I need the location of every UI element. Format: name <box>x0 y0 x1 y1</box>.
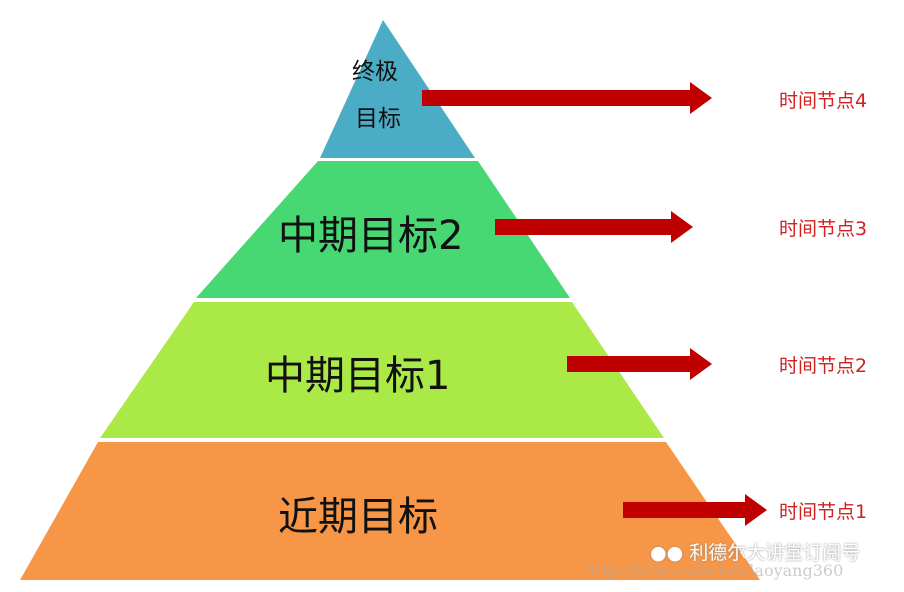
tier-near-label: 近期目标 <box>278 494 438 540</box>
tier-mid1-label: 中期目标1 <box>265 353 451 399</box>
tier-top-label-line1: 终极 <box>352 59 398 85</box>
time-node-2: 时间节点2 <box>779 355 868 377</box>
watermark-text: 利德尔大讲堂订阅号 <box>689 542 861 564</box>
arrow-1 <box>623 494 767 526</box>
tier-mid2-label: 中期目标2 <box>278 213 464 259</box>
watermark-name: ●● 利德尔大讲堂订阅号 <box>650 538 860 565</box>
watermark-url: http://blog.csdn.net/laoyang360 <box>585 561 844 580</box>
wechat-icon: ●● <box>650 542 684 564</box>
tier-top-label-line2: 目标 <box>355 106 401 132</box>
tier-near <box>20 442 760 580</box>
time-node-3: 时间节点3 <box>779 218 868 240</box>
arrow-4 <box>422 82 712 114</box>
time-node-4: 时间节点4 <box>779 90 868 112</box>
time-node-1: 时间节点1 <box>779 501 868 523</box>
tier-mid2 <box>196 161 570 298</box>
arrow-3 <box>495 211 693 243</box>
tier-mid1 <box>100 302 664 438</box>
tier-top <box>320 20 475 158</box>
arrow-2 <box>567 348 712 380</box>
